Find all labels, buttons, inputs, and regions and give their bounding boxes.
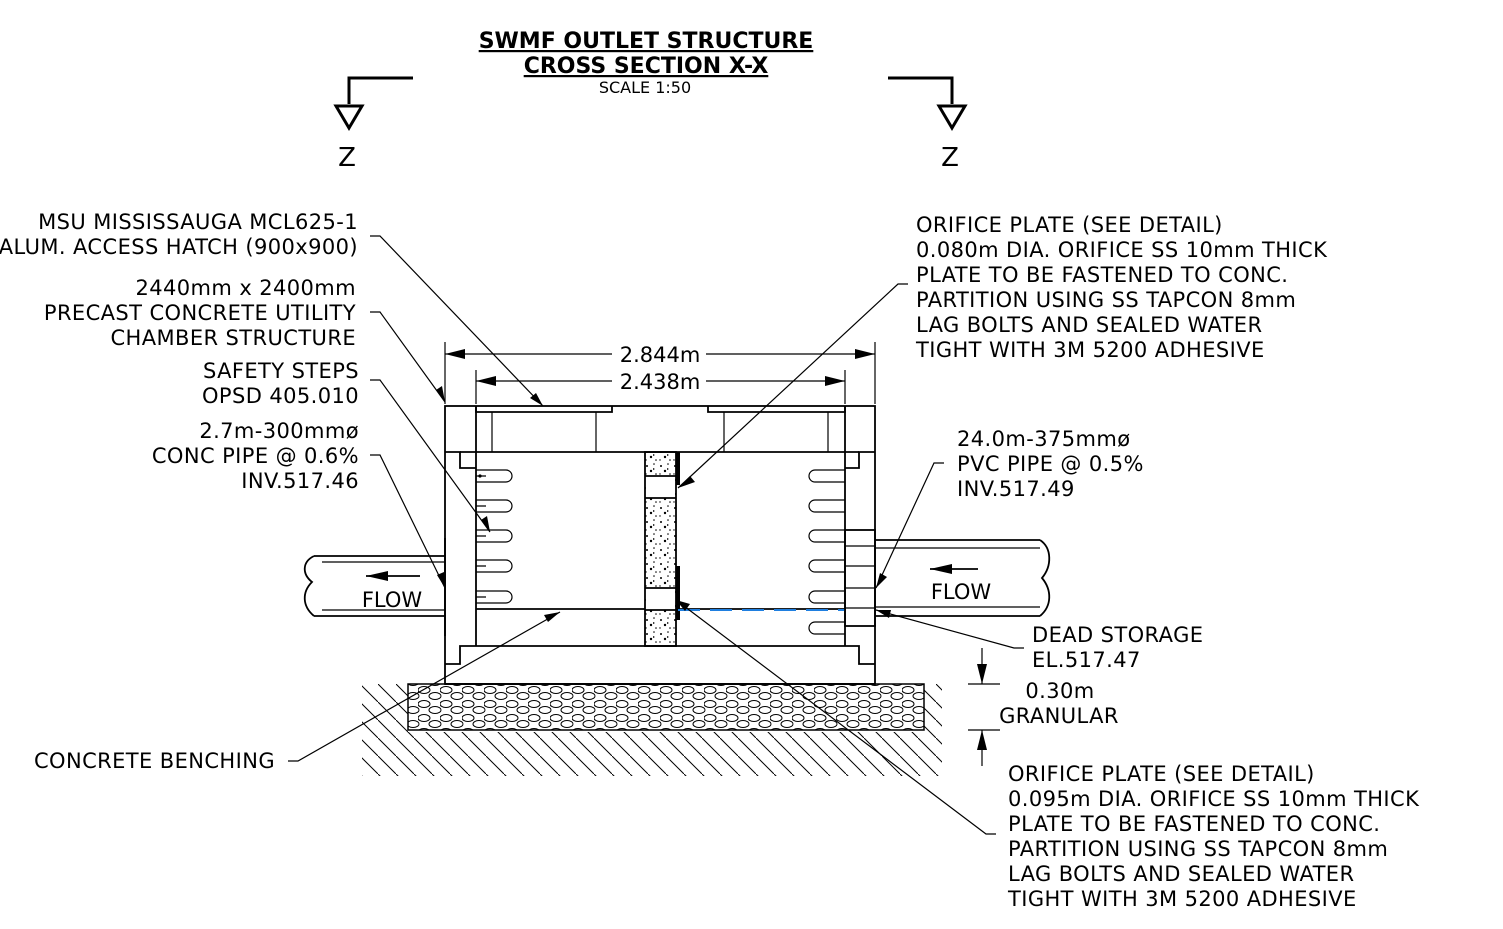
callout-orifice-top-line-6: TIGHT WITH 3M 5200 ADHESIVE: [915, 338, 1265, 362]
drawing-title: SWMF OUTLET STRUCTURE CROSS SECTION X-X …: [479, 29, 814, 97]
callout-dead-storage: DEAD STORAGE EL.517.47: [1032, 623, 1203, 672]
granular-bedding: [407, 683, 925, 731]
dimension-granular-thickness: [968, 648, 1000, 766]
dimension-inner-width-label: 2.438m: [620, 370, 701, 394]
callout-benching-line-1: CONCRETE BENCHING: [34, 749, 275, 773]
callout-orifice-bottom-line-5: LAG BOLTS AND SEALED WATER: [1008, 862, 1354, 886]
inlet-flow-arrow: [366, 571, 420, 581]
callout-orifice-top-line-4: PARTITION USING SS TAPCON 8mm: [916, 288, 1296, 312]
section-marker-left-label: Z: [338, 143, 356, 173]
callout-orifice-bottom-line-2: 0.095m DIA. ORIFICE SS 10mm THICK: [1008, 787, 1420, 811]
callout-inlet-line-1: 2.7m-300mmø: [199, 419, 359, 443]
callout-access-hatch: MSU MISSISSAUGA MCL625-1 ALUM. ACCESS HA…: [0, 210, 358, 259]
callout-orifice-top-line-3: PLATE TO BE FASTENED TO CONC.: [916, 263, 1288, 287]
title-line-1: SWMF OUTLET STRUCTURE: [479, 29, 814, 54]
callout-orifice-top-line-5: LAG BOLTS AND SEALED WATER: [916, 313, 1262, 337]
callout-outlet-line-3: INV.517.49: [957, 477, 1075, 501]
title-line-2: CROSS SECTION X-X: [524, 54, 769, 79]
callout-orifice-bottom-line-3: PLATE TO BE FASTENED TO CONC.: [1008, 812, 1380, 836]
dimension-outer-width: [444, 342, 876, 404]
dimension-inner-width: [475, 370, 846, 404]
section-marker-left: Z: [333, 76, 413, 173]
callout-granular-line-2: GRANULAR: [999, 704, 1119, 728]
callout-outlet-line-2: PVC PIPE @ 0.5%: [957, 452, 1144, 476]
callout-chamber-line-1: 2440mm x 2400mm: [136, 276, 357, 300]
callout-hatch-line-1: MSU MISSISSAUGA MCL625-1: [38, 210, 358, 234]
section-marker-right: Z: [888, 76, 968, 173]
callout-inlet-pipe: 2.7m-300mmø CONC PIPE @ 0.6% INV.517.46: [152, 419, 359, 493]
callout-orifice-bottom-line-1: ORIFICE PLATE (SEE DETAIL): [1008, 762, 1315, 786]
callout-granular: 0.30m GRANULAR: [999, 679, 1119, 728]
callout-chamber: 2440mm x 2400mm PRECAST CONCRETE UTILITY…: [44, 276, 356, 350]
callout-inlet-line-2: CONC PIPE @ 0.6%: [152, 444, 359, 468]
callout-orifice-top-line-1: ORIFICE PLATE (SEE DETAIL): [916, 213, 1223, 237]
outlet-flow-arrow: [930, 564, 978, 574]
callout-orifice-top: ORIFICE PLATE (SEE DETAIL) 0.080m DIA. O…: [915, 213, 1328, 362]
callout-orifice-bottom-line-6: TIGHT WITH 3M 5200 ADHESIVE: [1007, 887, 1357, 911]
callout-orifice-top-line-2: 0.080m DIA. ORIFICE SS 10mm THICK: [916, 238, 1328, 262]
callout-dead-storage-line-1: DEAD STORAGE: [1032, 623, 1203, 647]
callout-chamber-line-2: PRECAST CONCRETE UTILITY: [44, 301, 356, 325]
callout-safety-steps: SAFETY STEPS OPSD 405.010: [202, 359, 359, 408]
callout-chamber-line-3: CHAMBER STRUCTURE: [110, 326, 356, 350]
concrete-partition-wall: [644, 451, 677, 647]
leader-lines: [288, 235, 1024, 835]
section-marker-right-label: Z: [941, 143, 959, 173]
callout-steps-line-2: OPSD 405.010: [202, 384, 359, 408]
callout-inlet-line-3: INV.517.46: [241, 469, 359, 493]
callout-orifice-bottom-line-4: PARTITION USING SS TAPCON 8mm: [1008, 837, 1388, 861]
outlet-flow-label: FLOW: [931, 580, 992, 604]
callout-steps-line-1: SAFETY STEPS: [203, 359, 359, 383]
callout-orifice-bottom: ORIFICE PLATE (SEE DETAIL) 0.095m DIA. O…: [1007, 762, 1420, 911]
callout-granular-line-1: 0.30m: [1025, 679, 1094, 703]
dimension-outer-width-label: 2.844m: [620, 343, 701, 367]
callout-dead-storage-line-2: EL.517.47: [1032, 648, 1141, 672]
outlet-pipe: [844, 529, 1051, 627]
callout-hatch-line-2: ALUM. ACCESS HATCH (900x900): [0, 235, 358, 259]
safety-steps-right: [808, 469, 845, 635]
safety-steps-left: [476, 469, 513, 604]
callout-outlet-line-1: 24.0m-375mmø: [957, 427, 1130, 451]
title-scale: SCALE 1:50: [599, 78, 691, 97]
callout-outlet-pipe: 24.0m-375mmø PVC PIPE @ 0.5% INV.517.49: [957, 427, 1144, 501]
inlet-flow-label: FLOW: [362, 588, 423, 612]
callout-benching: CONCRETE BENCHING: [34, 749, 275, 773]
inlet-pipe: [303, 538, 446, 636]
